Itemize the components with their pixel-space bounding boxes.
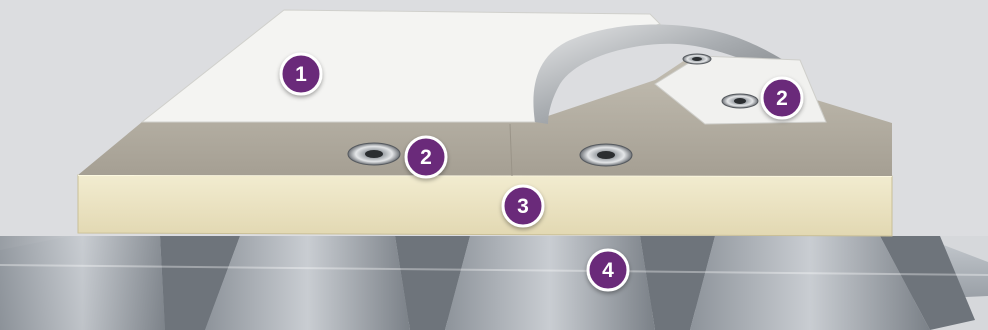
fastener-washer: [580, 144, 632, 166]
badge-label: 3: [517, 195, 529, 218]
fastener-washer: [683, 54, 711, 64]
membrane-sheet: [142, 10, 826, 124]
insulation-board: [78, 175, 892, 236]
fastener-washer: [348, 143, 400, 165]
badge-2-membrane: 2: [762, 78, 802, 118]
fastener-washer: [722, 94, 758, 108]
badge-3: 3: [503, 186, 543, 226]
badge-label: 1: [295, 63, 307, 86]
badge-label: 4: [602, 259, 614, 282]
badge-2-cover-board: 2: [406, 137, 446, 177]
badge-label: 2: [776, 87, 788, 110]
steel-deck: [0, 236, 988, 330]
badge-label: 2: [420, 146, 432, 169]
badge-4: 4: [588, 250, 628, 290]
badge-1: 1: [281, 54, 321, 94]
